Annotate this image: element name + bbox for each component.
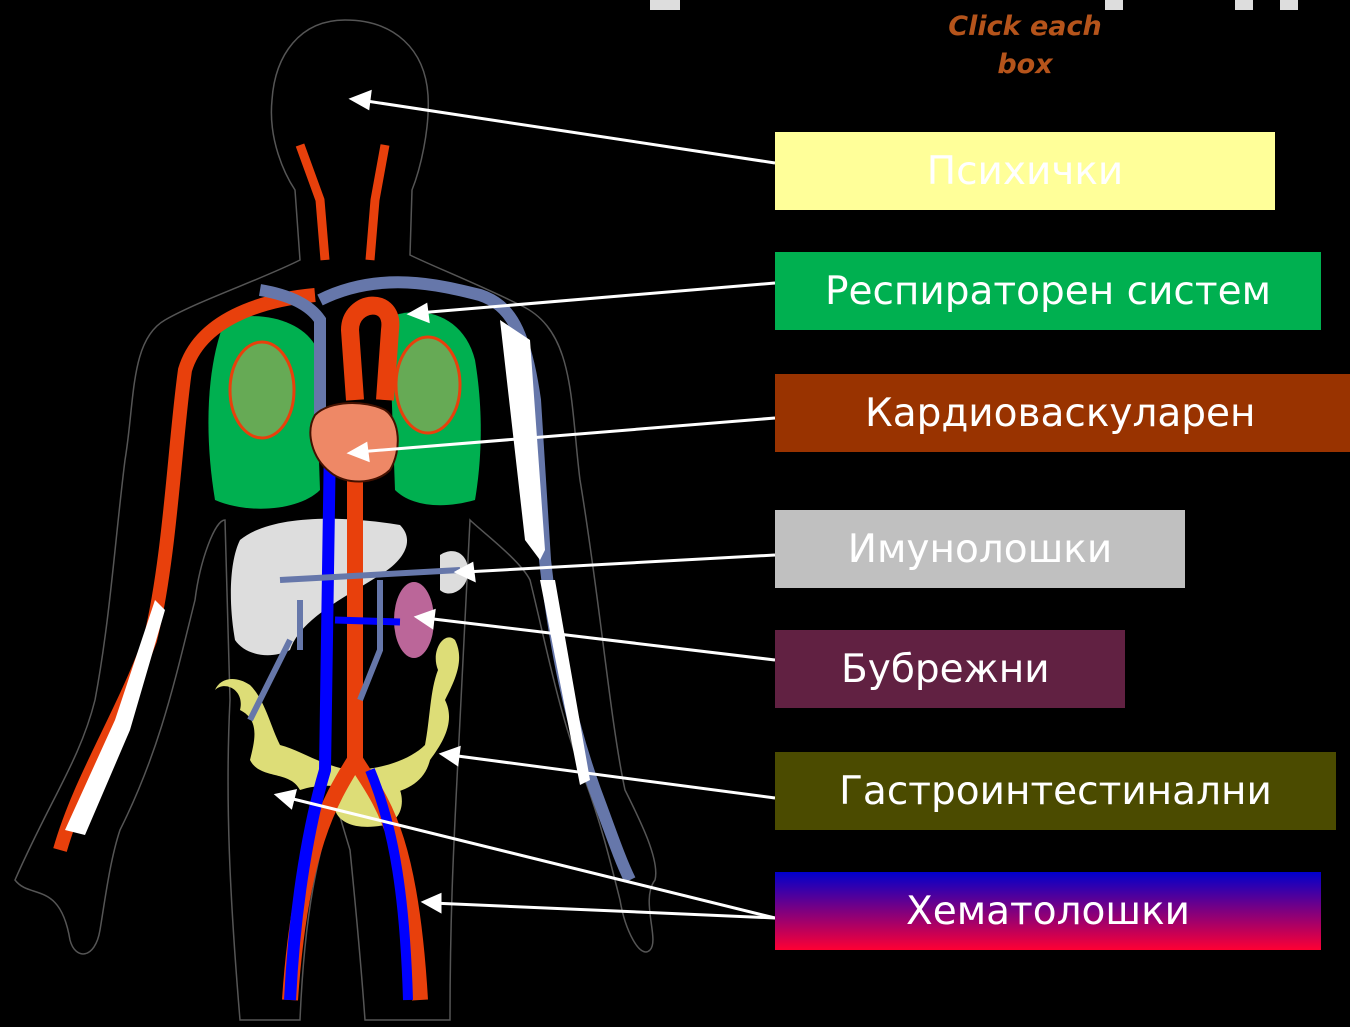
box-psychiatric-label: Психички	[927, 149, 1124, 194]
left-lung-inner	[230, 342, 294, 438]
box-gastrointestinal[interactable]: Гастроинтестинални	[775, 752, 1336, 830]
box-hematological-label: Хематолошки	[906, 889, 1190, 934]
box-cardiovascular[interactable]: Кардиоваскуларен	[775, 374, 1350, 452]
cropped-title-fragment	[1280, 0, 1298, 10]
box-gastrointestinal-label: Гастроинтестинални	[839, 769, 1272, 814]
right-lung-inner	[396, 337, 460, 433]
cropped-title-fragment	[1235, 0, 1253, 10]
box-renal-label: Бубрежни	[841, 647, 1050, 692]
click-hint-line1: Click each	[930, 8, 1120, 46]
box-respiratory[interactable]: Респираторен систем	[775, 252, 1321, 330]
heart	[310, 403, 397, 481]
box-respiratory-label: Респираторен систем	[825, 269, 1271, 314]
carotid-right	[370, 145, 385, 260]
aorta-arch	[350, 306, 390, 400]
box-psychiatric[interactable]: Психички	[775, 132, 1275, 210]
box-hematological[interactable]: Хематолошки	[775, 872, 1321, 950]
click-hint-line2: box	[930, 46, 1120, 84]
box-immunological[interactable]: Имунолошки	[775, 510, 1185, 588]
box-immunological-label: Имунолошки	[848, 527, 1112, 572]
click-hint: Click each box	[930, 8, 1120, 84]
box-cardiovascular-label: Кардиоваскуларен	[865, 391, 1256, 436]
carotid-left	[300, 145, 325, 260]
box-renal[interactable]: Бубрежни	[775, 630, 1125, 708]
cropped-title-fragment	[650, 0, 680, 10]
renal-vein	[335, 620, 400, 622]
